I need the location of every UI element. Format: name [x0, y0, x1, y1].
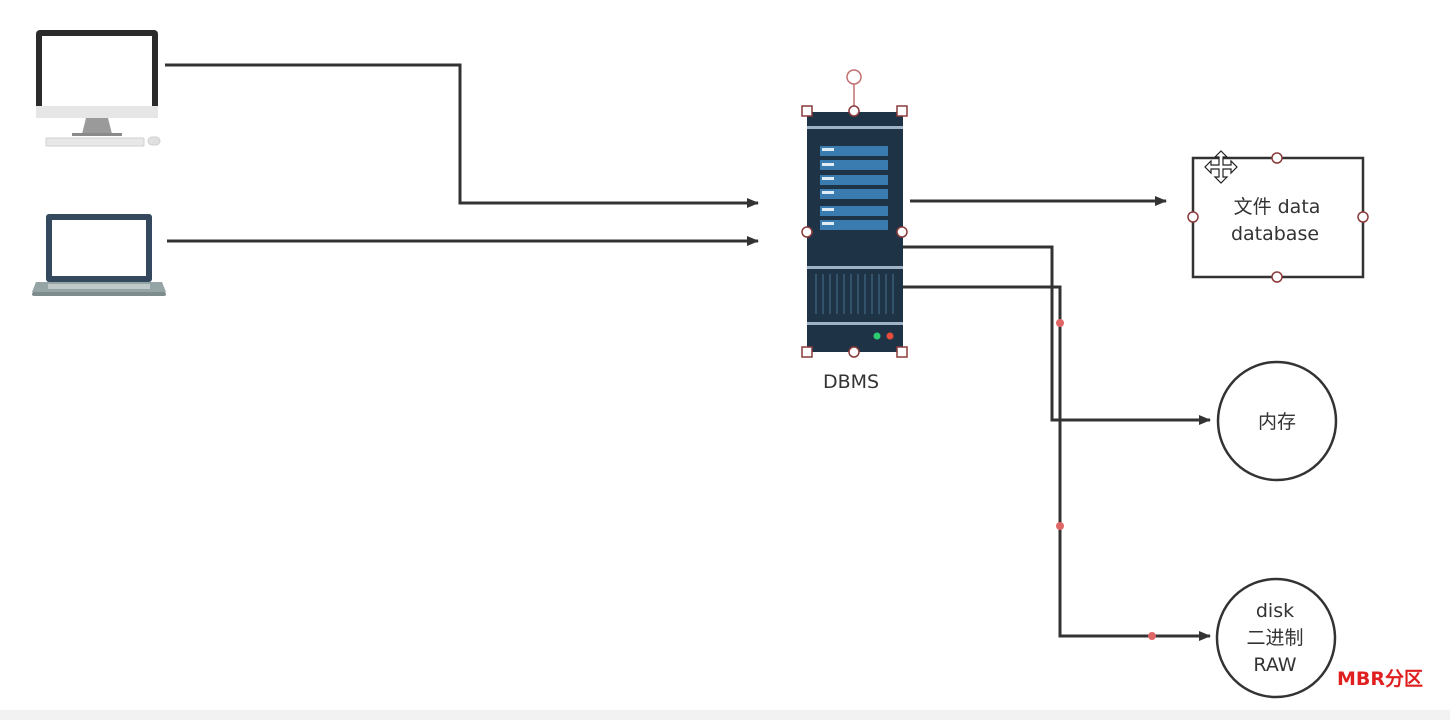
dbms-label: DBMS — [823, 371, 879, 393]
disk-node[interactable]: disk 二进制 RAW — [1215, 577, 1337, 699]
server-selection-frame — [801, 69, 908, 358]
disk-label-line2: 二进制 — [1246, 627, 1303, 649]
mbr-annotation: MBR分区 — [1337, 668, 1423, 690]
connection-point[interactable] — [1271, 271, 1283, 283]
dbms-to-disk-connector[interactable] — [902, 285, 1211, 641]
connection-point[interactable] — [848, 105, 860, 117]
resize-handle[interactable] — [896, 105, 908, 117]
disk-label-line1: disk — [1256, 600, 1294, 622]
file-node-label-line1: 文件 data — [1234, 196, 1321, 218]
server-icon[interactable] — [807, 112, 903, 352]
file-database-node[interactable]: 文件 data database — [1187, 152, 1369, 283]
desktop-to-dbms-connector[interactable] — [165, 63, 759, 208]
connection-point[interactable] — [1271, 152, 1283, 164]
move-cursor-icon — [1204, 150, 1238, 184]
memory-node[interactable]: 内存 — [1216, 360, 1338, 482]
laptop-icon[interactable] — [32, 214, 166, 296]
connector-waypoints — [1056, 319, 1156, 640]
connection-point[interactable] — [801, 226, 813, 238]
disk-label-line3: RAW — [1253, 654, 1296, 676]
connection-point[interactable] — [848, 346, 860, 358]
memory-label: 内存 — [1258, 411, 1296, 433]
dbms-to-memory-connector[interactable] — [902, 245, 1211, 425]
desktop-computer-icon[interactable] — [36, 30, 161, 147]
waypoint-dot[interactable] — [1148, 632, 1156, 640]
file-node-label-line2: database — [1231, 223, 1319, 245]
connectors — [165, 63, 1211, 641]
waypoint-dot[interactable] — [1056, 522, 1064, 530]
resize-handle[interactable] — [801, 346, 813, 358]
connection-point[interactable] — [896, 226, 908, 238]
connection-point[interactable] — [1357, 211, 1369, 223]
waypoint-dot[interactable] — [1056, 319, 1064, 327]
connection-point[interactable] — [1187, 211, 1199, 223]
canvas-bottom-bar — [0, 710, 1450, 720]
rotate-handle[interactable] — [846, 69, 862, 85]
resize-handle[interactable] — [896, 346, 908, 358]
resize-handle[interactable] — [801, 105, 813, 117]
